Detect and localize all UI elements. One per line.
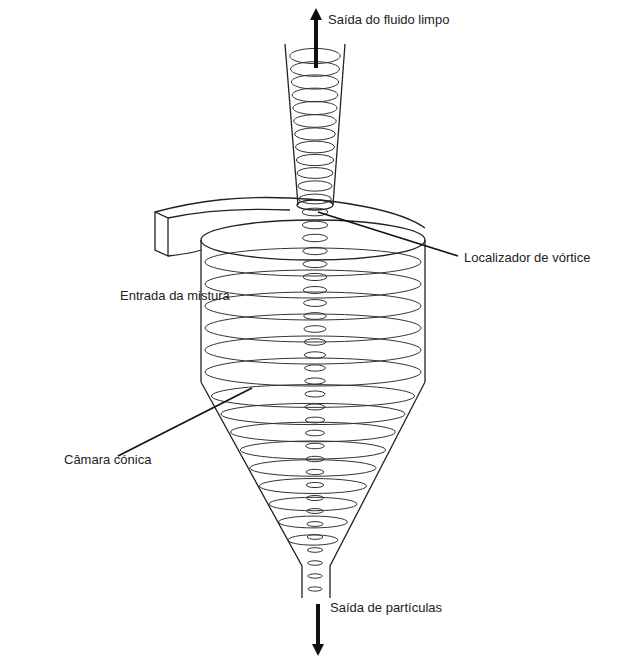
inner-vortex — [305, 417, 324, 423]
inner-vortex — [307, 548, 322, 553]
inner-vortex — [292, 88, 338, 102]
vortex-spiral — [205, 270, 421, 298]
inner-vortex — [305, 365, 326, 371]
part-label: Saída de partículas — [330, 600, 442, 616]
vortex-spiral — [279, 516, 348, 528]
part-label: Entrada da mistura — [120, 288, 230, 304]
outlet-arrow — [316, 604, 320, 650]
inner-vortex — [296, 154, 334, 165]
leader-line — [118, 388, 252, 456]
vortex-spiral — [205, 336, 421, 364]
inlet-duct — [155, 198, 425, 228]
inner-vortex — [303, 247, 328, 254]
inner-vortex — [295, 141, 334, 153]
inner-vortex — [307, 509, 323, 514]
inner-vortex — [306, 443, 324, 449]
inner-vortex — [307, 535, 323, 540]
vortex-spiral — [231, 422, 396, 442]
part-label: Saída do fluido limpo — [328, 12, 449, 28]
inner-vortex — [306, 430, 325, 436]
inner-vortex — [298, 181, 332, 191]
inlet-mouth — [155, 212, 168, 256]
inner-vortex — [308, 587, 322, 591]
inner-vortex — [297, 168, 333, 179]
vortex-spiral — [259, 479, 366, 494]
vortex-spiral — [205, 292, 421, 320]
inner-vortex — [308, 574, 322, 578]
vortex-spiral — [221, 403, 405, 424]
inner-vortex — [304, 313, 327, 320]
inner-vortex — [303, 273, 327, 280]
inner-vortex — [294, 115, 336, 128]
vortex-spiral — [205, 314, 421, 342]
cone-wall — [201, 382, 302, 598]
leader-line — [318, 212, 458, 256]
inner-vortex — [299, 194, 332, 204]
inner-vortex — [305, 404, 325, 410]
inner-vortex — [304, 326, 326, 333]
cylinder-wall — [200, 240, 201, 382]
inlet-duct — [168, 250, 201, 256]
vortex-spiral — [205, 248, 421, 276]
inner-vortex — [307, 522, 323, 527]
inner-vortex — [304, 339, 326, 346]
inner-vortex — [293, 101, 337, 114]
outlet-arrow — [314, 14, 318, 68]
inner-vortex — [304, 352, 325, 358]
inner-vortex — [303, 260, 327, 267]
inner-vortex — [306, 482, 323, 487]
inner-vortex — [305, 378, 326, 384]
inner-vortex — [302, 221, 327, 229]
cylinder-wall — [424, 240, 425, 382]
vortex-spiral — [288, 535, 338, 545]
inner-vortex — [305, 391, 325, 397]
vortex-spiral — [250, 460, 376, 477]
inner-vortex — [303, 234, 328, 241]
inner-vortex — [306, 456, 324, 461]
inner-vortex — [307, 495, 324, 500]
cylinder-top — [201, 220, 425, 260]
inner-vortex — [303, 286, 326, 293]
vortex-finder — [285, 44, 298, 205]
inner-vortex — [291, 75, 338, 89]
inner-vortex — [308, 561, 323, 565]
part-label: Câmara cónica — [64, 452, 151, 468]
inner-vortex — [306, 469, 324, 474]
vortex-spiral — [205, 358, 421, 386]
inlet-duct — [168, 209, 290, 218]
part-label: Localizador de vórtice — [464, 250, 590, 266]
inner-vortex — [304, 300, 327, 307]
inner-vortex — [295, 128, 336, 140]
cone-wall — [330, 382, 425, 598]
